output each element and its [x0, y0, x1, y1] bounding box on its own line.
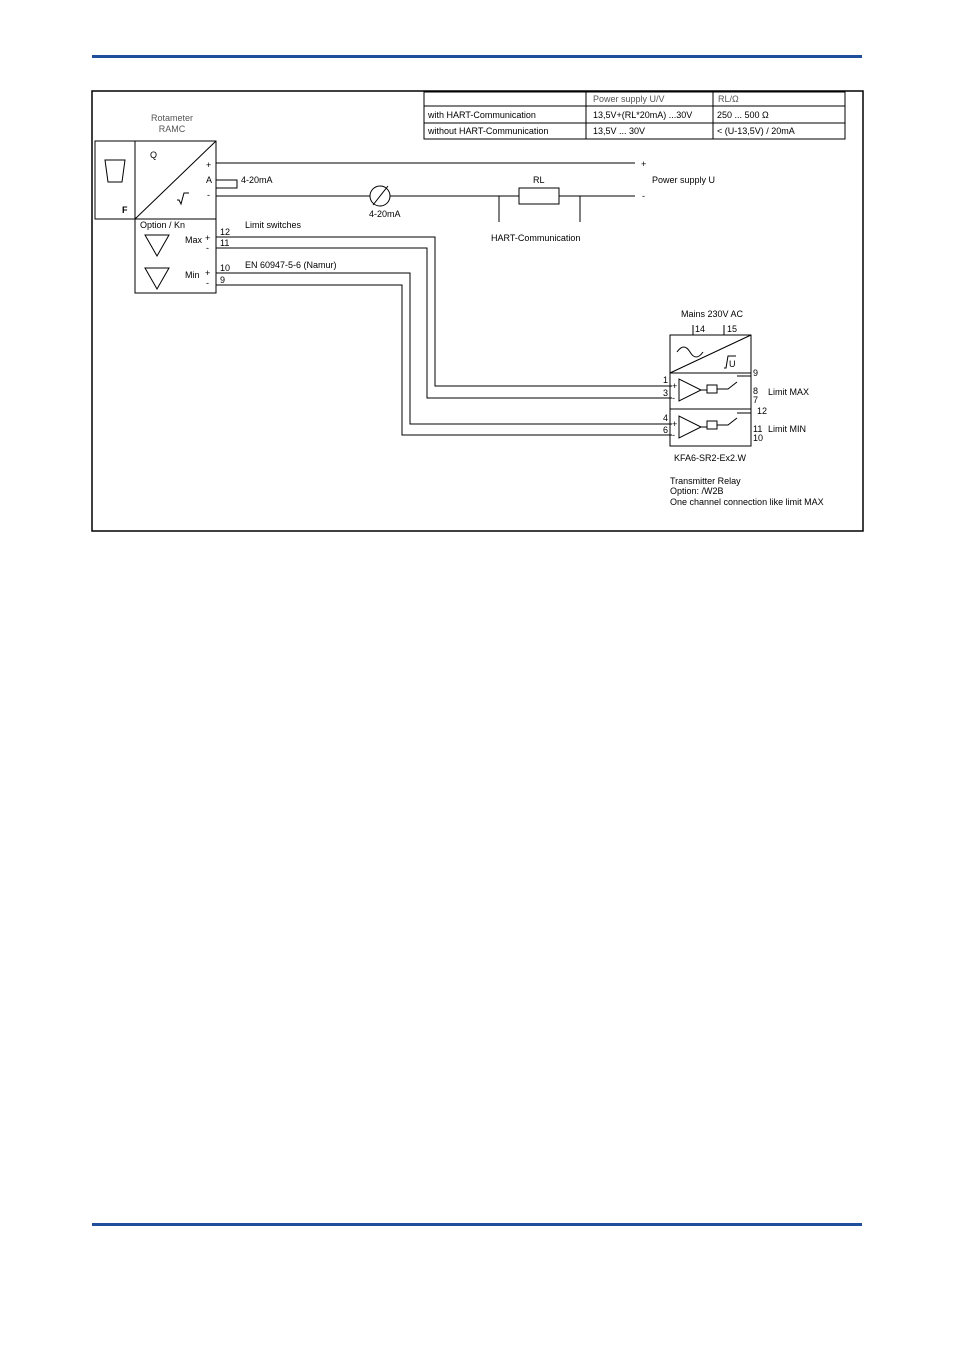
option-kn-title: Option / Kn [140, 220, 185, 230]
limit-switches-label: Limit switches [245, 220, 302, 230]
option-min-plus: + [205, 268, 210, 278]
ac-wave-icon [676, 346, 704, 358]
table-header-supply: Power supply U/V [593, 94, 665, 104]
relay-t9: 9 [753, 368, 758, 378]
relay-supply-diagonal [669, 334, 752, 374]
wire-9 [216, 284, 672, 436]
rotameter-f: F [122, 205, 128, 215]
relay-t1: 1 [663, 375, 668, 385]
rotameter-title-2: RAMC [159, 124, 186, 134]
terminal-10: 10 [220, 263, 230, 273]
relay-t4: 4 [663, 413, 668, 423]
relay-u: U [729, 359, 736, 369]
supply-plus: + [641, 159, 646, 169]
relay-t10: 10 [753, 433, 763, 443]
table-cell-r1-c1: with HART-Communication [427, 110, 536, 120]
relay-t12: 12 [757, 406, 767, 416]
a-bridge [216, 179, 238, 189]
amplifier-min-icon [678, 415, 703, 439]
coil-min-icon [706, 420, 718, 430]
min-sensor-triangle-icon [144, 267, 170, 291]
relay-plus-max: + [672, 381, 677, 391]
contact-max-switch [717, 381, 738, 390]
relay-plus-min: + [672, 419, 677, 429]
relay-t7: 7 [753, 395, 758, 405]
flow-cup-icon [104, 159, 126, 183]
ammeter-needle [372, 185, 389, 206]
wire-12 [216, 236, 672, 387]
max-sensor-triangle-icon [144, 234, 170, 258]
limit-wiring: Limit switches EN 60947-5-6 (Namur) [216, 220, 672, 436]
amplifier-max-icon [678, 378, 703, 402]
table-cell-r1-c2: 13,5V+(RL*20mA) ...30V [593, 110, 692, 120]
sqrt-icon [177, 192, 189, 206]
rl-resistor-icon [518, 187, 560, 205]
supply-label: Power supply U [652, 175, 715, 185]
mains-label: Mains 230V AC [681, 309, 744, 319]
rl-label: RL [533, 175, 545, 185]
option-max-minus: - [206, 243, 209, 253]
option-max-plus: + [205, 233, 210, 243]
rotameter-block: Rotameter RAMC Q F + A - 4-20mA [94, 113, 273, 220]
table-cell-r2-c2: 13,5V ... 30V [593, 126, 645, 136]
footer-rule [92, 1223, 862, 1226]
relay-minus-max: - [672, 393, 675, 403]
relay-note-2: Option: /W2B [670, 486, 724, 496]
wire-10 [216, 272, 672, 425]
table-header-rl: RL/Ω [718, 94, 739, 104]
wire-11 [216, 247, 672, 399]
relay-model: KFA6-SR2-Ex2.W [674, 453, 747, 463]
rotameter-q: Q [150, 150, 157, 160]
relay-minus-min: - [672, 430, 675, 440]
contact-min-switch [717, 417, 738, 426]
supply-table: Power supply U/V RL/Ω with HART-Communic… [423, 91, 846, 140]
relay-channel-min-box [669, 408, 752, 447]
relay-channel-max-box [669, 372, 752, 410]
terminal-12: 12 [220, 227, 230, 237]
terminal-9: 9 [220, 275, 225, 285]
terminal-plus: + [206, 160, 211, 170]
relay-t11: 11 [753, 424, 762, 434]
relay-note-1: Transmitter Relay [670, 476, 741, 486]
meter-label: 4-20mA [369, 209, 401, 219]
option-min-minus: - [206, 278, 209, 288]
table-border [423, 91, 846, 140]
terminal-11: 11 [220, 238, 229, 248]
relay-block: Mains 230V AC 14 15 U + - + - 1 3 4 6 9 … [663, 309, 824, 507]
option-max-label: Max [185, 235, 203, 245]
relay-t6: 6 [663, 425, 668, 435]
current-loop: 4-20mA RL HART-Communication + - Power s… [216, 159, 715, 243]
namur-label: EN 60947-5-6 (Namur) [245, 260, 337, 270]
limit-min-label: Limit MIN [768, 424, 806, 434]
limit-max-label: Limit MAX [768, 387, 809, 397]
rotameter-diagonal [134, 140, 217, 220]
supply-minus: - [642, 191, 645, 201]
header-rule [92, 55, 862, 58]
terminal-a: A [206, 175, 212, 185]
dc-icon [724, 355, 736, 369]
rotameter-outer-box [94, 140, 136, 220]
terminal-minus: - [207, 190, 210, 200]
coil-max-icon [706, 384, 718, 394]
table-cell-r2-c3: < (U-13,5V) / 20mA [717, 126, 795, 136]
relay-t15: 15 [727, 324, 737, 334]
option-min-label: Min [185, 270, 200, 280]
option-kn-block: Option / Kn Max Min + - + - 12 11 10 9 [134, 218, 230, 294]
rotameter-current-label: 4-20mA [241, 175, 273, 185]
relay-t8: 8 [753, 386, 758, 396]
relay-note-3: One channel connection like limit MAX [670, 497, 824, 507]
option-kn-box [134, 218, 217, 294]
relay-t3: 3 [663, 388, 668, 398]
table-cell-r1-c3: 250 ... 500 Ω [717, 110, 769, 120]
table-cell-r2-c1: without HART-Communication [427, 126, 548, 136]
diagram-frame [91, 90, 864, 532]
rotameter-title-1: Rotameter [151, 113, 193, 123]
relay-t14: 14 [695, 324, 705, 334]
hart-label: HART-Communication [491, 233, 580, 243]
